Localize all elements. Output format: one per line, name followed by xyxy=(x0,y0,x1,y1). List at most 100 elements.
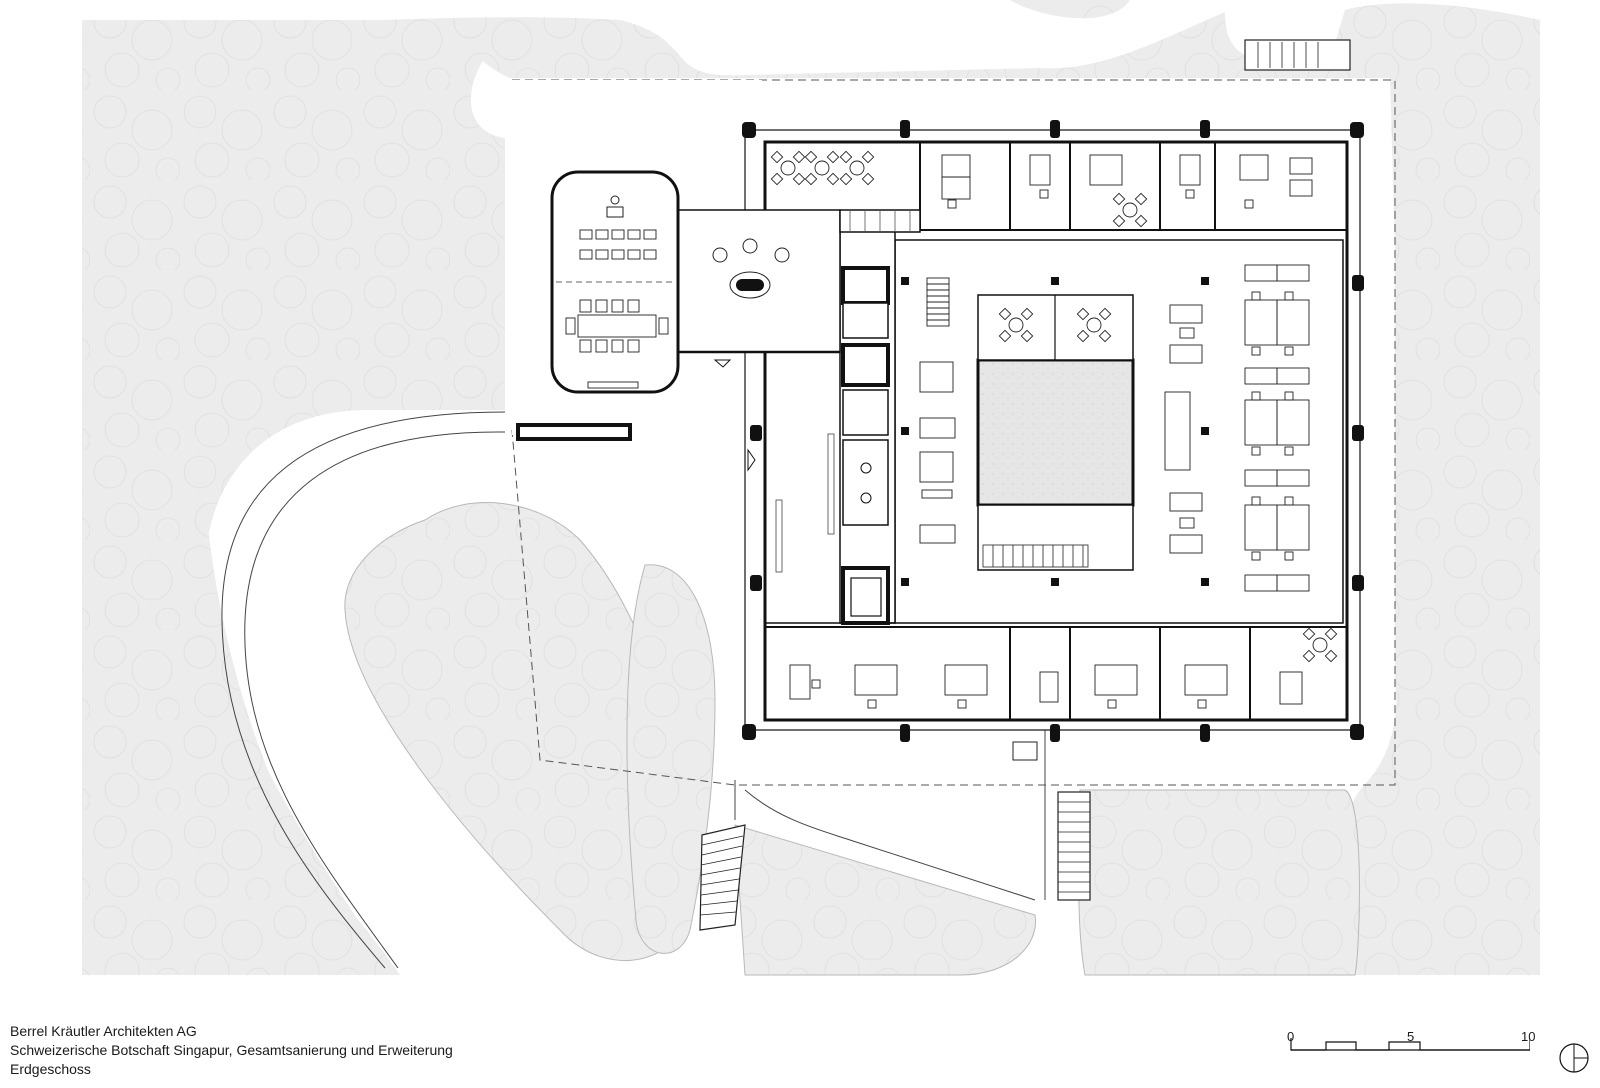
round-table xyxy=(1122,202,1138,218)
north-arrow-icon xyxy=(1559,1043,1589,1073)
chair xyxy=(998,329,1012,343)
title-block: Berrel Kräutler Architekten AG Schweizer… xyxy=(10,1022,453,1079)
chair xyxy=(867,699,877,709)
chair xyxy=(1197,699,1207,709)
chair xyxy=(1284,391,1294,401)
chair xyxy=(1107,699,1117,709)
chair xyxy=(1251,291,1261,301)
chair xyxy=(1284,496,1294,506)
round-table xyxy=(780,160,796,176)
main-building xyxy=(713,120,1364,742)
chair xyxy=(1185,189,1195,199)
chair xyxy=(1251,551,1261,561)
planter-triangle xyxy=(734,824,1037,976)
chair xyxy=(957,699,967,709)
furniture xyxy=(770,150,1338,709)
desk xyxy=(926,319,950,327)
site-paths xyxy=(221,411,1046,969)
chair xyxy=(1324,627,1338,641)
planter-oval xyxy=(344,502,691,961)
chair xyxy=(998,307,1012,321)
garden-left xyxy=(82,0,1130,19)
desk xyxy=(1029,154,1051,186)
desk xyxy=(1276,574,1310,592)
desk xyxy=(941,176,971,200)
conference-pavilion xyxy=(550,170,680,394)
scale-bar xyxy=(1290,1038,1530,1051)
chair xyxy=(826,172,840,186)
desk xyxy=(1289,179,1313,197)
stair-bottom xyxy=(1057,791,1091,901)
office-name: Berrel Kräutler Architekten AG xyxy=(10,1023,197,1039)
chair xyxy=(792,150,806,164)
chair xyxy=(1112,192,1126,206)
desk xyxy=(1179,327,1195,339)
desk xyxy=(854,664,898,696)
desk xyxy=(1179,154,1201,186)
desk xyxy=(1089,154,1123,186)
chair xyxy=(1302,627,1316,641)
property-line xyxy=(511,79,1396,786)
chair xyxy=(839,172,853,186)
chair xyxy=(1244,199,1254,209)
chair xyxy=(770,150,784,164)
chair xyxy=(1284,346,1294,356)
desk xyxy=(944,664,988,696)
stair-bottom-left xyxy=(699,824,746,931)
chair xyxy=(1251,446,1261,456)
desk xyxy=(919,417,956,439)
chair xyxy=(770,172,784,186)
courtyard-stair xyxy=(982,544,1089,568)
desk xyxy=(919,524,956,544)
courtyard xyxy=(976,358,1135,507)
floor-level: Erdgeschoss xyxy=(10,1061,91,1077)
chair xyxy=(1251,346,1261,356)
chair xyxy=(947,199,957,209)
garden-top xyxy=(82,3,1540,250)
round-table xyxy=(814,160,830,176)
scale-label-0: 0 xyxy=(1287,1029,1295,1044)
chair xyxy=(1284,291,1294,301)
desk xyxy=(789,664,811,700)
scale-label-5: 5 xyxy=(1407,1029,1415,1044)
desk xyxy=(1169,344,1203,364)
chair xyxy=(1284,446,1294,456)
desk xyxy=(1239,154,1269,181)
chair xyxy=(1324,649,1338,663)
desk xyxy=(1276,264,1310,282)
chair xyxy=(1134,214,1148,228)
chair xyxy=(1020,307,1034,321)
chair xyxy=(1098,307,1112,321)
desk xyxy=(919,361,954,393)
desk xyxy=(1276,469,1310,487)
chair xyxy=(861,150,875,164)
chair xyxy=(1251,391,1261,401)
desk xyxy=(1276,367,1310,385)
desk xyxy=(1039,671,1059,703)
project-title: Schweizerische Botschaft Singapur, Gesam… xyxy=(10,1042,453,1058)
stair-top-right xyxy=(1244,39,1351,71)
round-table xyxy=(849,160,865,176)
desk xyxy=(1279,671,1303,705)
desk xyxy=(1169,492,1203,512)
desk xyxy=(1179,517,1195,529)
desk xyxy=(1094,664,1138,696)
desk xyxy=(919,451,954,483)
round-table xyxy=(1008,317,1024,333)
floor-plan xyxy=(82,0,1540,976)
chair xyxy=(1098,329,1112,343)
chair xyxy=(1076,307,1090,321)
garden-right xyxy=(1343,20,1540,975)
canopy-beam xyxy=(516,423,632,441)
chair xyxy=(811,679,821,689)
chair xyxy=(804,150,818,164)
chair xyxy=(1076,329,1090,343)
chair xyxy=(1134,192,1148,206)
chair xyxy=(839,150,853,164)
site-vegetation xyxy=(82,0,1540,976)
chair xyxy=(792,172,806,186)
desk xyxy=(1289,157,1313,175)
desk xyxy=(1169,534,1203,554)
chair xyxy=(1284,551,1294,561)
chair xyxy=(804,172,818,186)
